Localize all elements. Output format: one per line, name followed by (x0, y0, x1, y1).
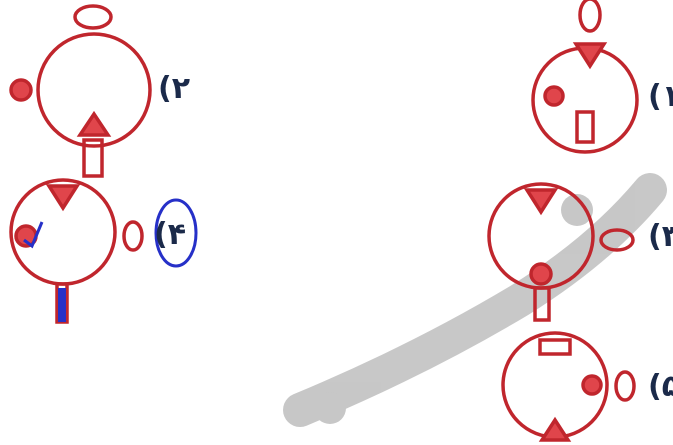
option-5-figure (501, 331, 636, 442)
triangle-shape (572, 42, 608, 70)
rectangle-shape (538, 338, 572, 356)
ellipse-shape (578, 0, 602, 33)
option-1-label: (۱ (648, 79, 673, 114)
option-3-figure (487, 182, 635, 322)
check-mark (23, 221, 44, 249)
circle-figure (36, 32, 152, 148)
triangle-shape (538, 416, 572, 442)
option-4-label: (۴ (154, 217, 186, 252)
triangle-shape (45, 184, 81, 212)
rectangle-shape (82, 138, 104, 178)
dot-shape (543, 85, 565, 107)
dot-shape (581, 374, 603, 396)
option-3-label: (۳ (648, 219, 673, 254)
blue-fill (58, 288, 66, 322)
rectangle-shape (575, 110, 595, 144)
option-2-figure (9, 4, 152, 178)
ellipse-shape (122, 220, 144, 252)
option-1-figure (531, 0, 639, 154)
option-5-label: (۵ (648, 369, 673, 404)
dot-shape (9, 78, 33, 102)
ellipse-shape (614, 370, 636, 402)
triangle-shape (523, 188, 559, 216)
option-4-figure (9, 178, 144, 324)
arrow-shape (76, 110, 112, 137)
ellipse-shape (599, 228, 635, 252)
ellipse-shape (73, 4, 113, 30)
selection-circle (154, 198, 198, 268)
rectangle-shape (533, 286, 551, 322)
answer-marks (23, 198, 198, 322)
dot-shape (529, 262, 553, 286)
option-2-label: (۲ (158, 71, 190, 106)
